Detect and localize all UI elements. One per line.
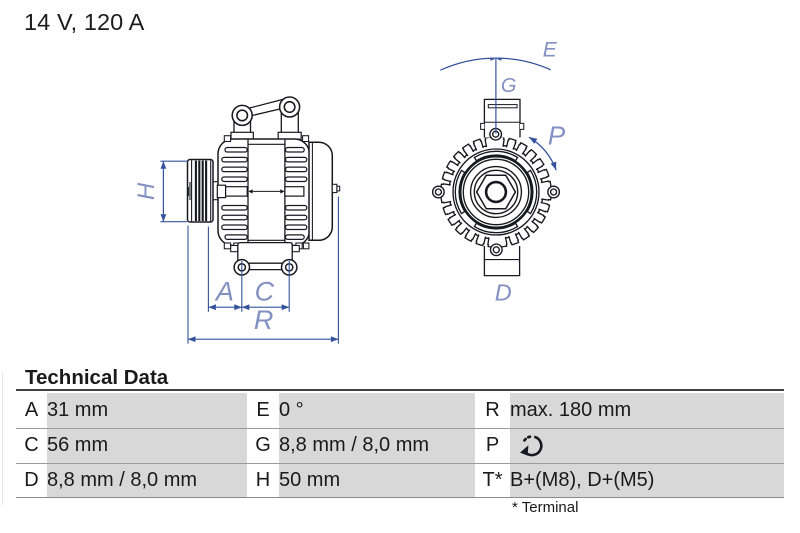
param-value: 50 mm: [279, 462, 475, 498]
terminal-footnote: * Terminal: [512, 499, 579, 516]
table-row: A 31 mm E 0 ° R max. 180 mm: [16, 392, 784, 429]
heading-rule: [16, 388, 784, 391]
dimension-label-e: E: [543, 39, 558, 62]
dimension-label-g: G: [501, 75, 517, 97]
param-key: A: [16, 392, 47, 429]
param-key: E: [247, 392, 279, 429]
table-title: Technical Data: [25, 366, 169, 389]
param-key: P: [475, 427, 510, 464]
side-view-dimensions: [160, 160, 339, 344]
front-view-drawing: [431, 98, 561, 277]
param-value: 8,8 mm / 8,0 mm: [279, 427, 475, 464]
dimension-label-d: D: [495, 280, 512, 306]
param-key: H: [247, 462, 279, 498]
param-value: [510, 427, 784, 464]
param-value: 8,8 mm / 8,0 mm: [47, 462, 247, 498]
param-value: 31 mm: [47, 392, 247, 429]
param-key: T*: [475, 462, 510, 498]
table-row: C 56 mm G 8,8 mm / 8,0 mm P: [16, 427, 784, 464]
page-title: 14 V, 120 A: [24, 9, 145, 35]
rotation-direction-icon: [520, 435, 543, 457]
front-view-dimensions: [440, 57, 557, 171]
side-view-drawing: [186, 96, 341, 276]
dimension-label-c: C: [255, 277, 275, 307]
table-row: D 8,8 mm / 8,0 mm H 50 mm T* B+(M8), D+(…: [16, 462, 784, 498]
param-value: 56 mm: [47, 427, 247, 464]
param-value: 0 °: [279, 392, 475, 429]
param-value: B+(M8), D+(M5): [510, 462, 784, 498]
param-key: D: [16, 462, 47, 498]
dimension-label-h: H: [133, 182, 160, 200]
param-value: max. 180 mm: [510, 392, 784, 429]
param-key: G: [247, 427, 279, 464]
param-key: C: [16, 427, 47, 464]
dimension-label-a: A: [214, 277, 234, 307]
left-edge-divider: [2, 372, 3, 505]
dimension-label-r: R: [254, 305, 274, 335]
dimension-label-p: P: [548, 121, 566, 151]
param-key: R: [475, 392, 510, 429]
technical-drawing: H A C R E G P D: [133, 39, 566, 344]
technical-data-table: A 31 mm E 0 ° R max. 180 mm C 56 mm G 8,…: [16, 392, 784, 498]
